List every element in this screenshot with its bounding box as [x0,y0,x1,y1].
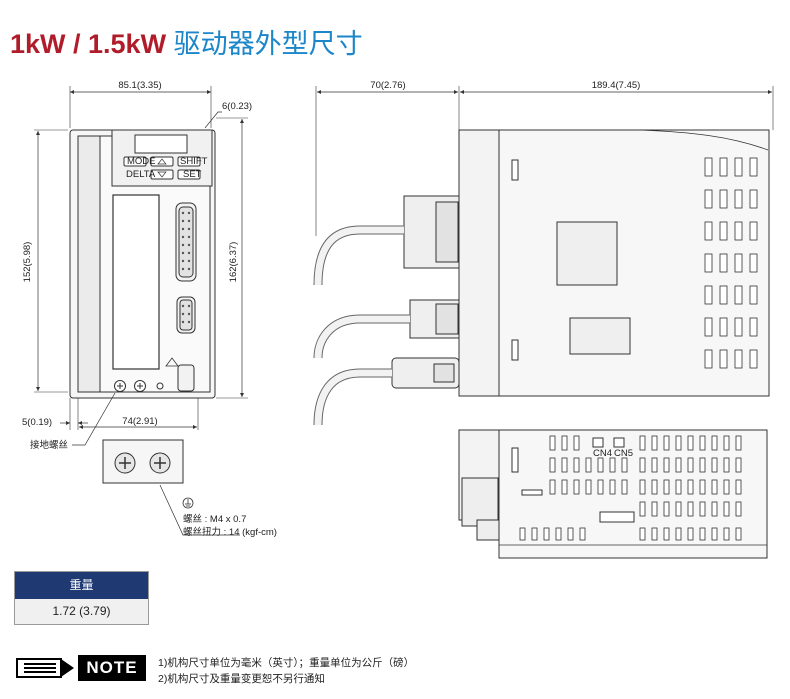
side-view [313,86,774,426]
cn4-label: CN4 [593,448,612,459]
front-view [69,86,216,399]
weight-table: 重量 1.72 (3.79) [14,571,149,625]
front-width-dimension: 85.1(3.35) [118,80,161,91]
notes: 1)机构尺寸单位为毫米（英寸）；重量单位为公斤（磅） 2)机构尺寸及重量变更恕不… [158,655,414,687]
set-button-label: SET [183,169,202,180]
side-depth-dimension: 189.4(7.45) [592,80,641,91]
left-offset-dimension: 5(0.19) [22,417,52,428]
top-offset-dimension: 6(0.23) [222,101,252,112]
bottom-vents [519,435,742,541]
title-power: 1kW / 1.5kW [10,29,167,59]
ground-screw-label: 接地螺丝 [30,439,68,451]
hole-spacing-dimension: 74(2.91) [122,416,157,427]
screw-torque-label: 螺丝扭力 : 14 (kgf-cm) [183,526,277,538]
cn5-label: CN5 [614,448,633,459]
shift-button-label: SHIFT [180,156,208,167]
ground-screw-leader [72,392,116,446]
ground-symbol-icon [182,497,194,509]
note-line-2: 2)机构尺寸及重量变更恕不另行通知 [158,673,325,685]
weight-value: 1.72 (3.79) [15,599,148,624]
title-description: 驱动器外型尺寸 [173,29,363,59]
mode-button-label: MODE [127,156,156,167]
front-height-dimension: 152(5.98) [22,242,33,283]
note-badge: NOTE [78,655,146,681]
screw-spec-label: 螺丝 : M4 x 0.7 [183,513,246,525]
top-offset-leader [204,111,222,129]
weight-header: 重量 [15,572,148,599]
side-depth-front-dimension: 70(2.76) [370,80,405,91]
brand-label: DELTA [126,169,156,180]
page-title: 1kW / 1.5kW 驱动器外型尺寸 [10,22,363,61]
ground-screw-detail [102,439,184,484]
screw-spec-leader [159,484,240,536]
db-pins [181,211,191,324]
inner-height-dimension: 162(6.37) [228,242,239,283]
note-line-1: 1)机构尺寸单位为毫米（英寸）；重量单位为公斤（磅） [158,657,415,669]
side-vents [704,157,758,369]
note-pencil-icon [16,658,74,678]
